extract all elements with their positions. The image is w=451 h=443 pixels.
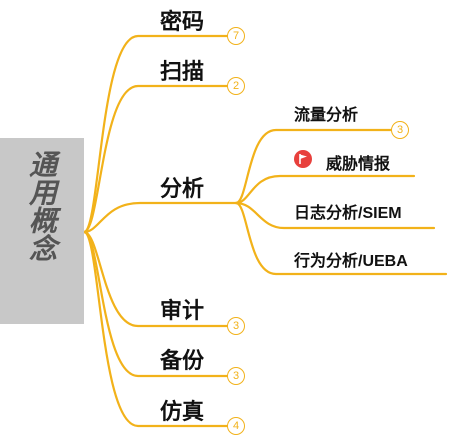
branch-shenji[interactable]: 审计 xyxy=(160,298,205,323)
connector-liuliang xyxy=(234,128,394,205)
sub-rizhi[interactable]: 日志分析/SIEM xyxy=(294,205,402,222)
count-badge-beifen[interactable]: 3 xyxy=(227,367,245,385)
count-badge-shenji[interactable]: 3 xyxy=(227,317,245,335)
count-badge-liuliang[interactable]: 3 xyxy=(391,121,409,139)
connector-beifen xyxy=(82,230,230,378)
connector-fangzhen xyxy=(82,230,230,428)
connector-weixie xyxy=(234,174,416,205)
connector-xingwei xyxy=(234,201,448,276)
count-badge-saomiao[interactable]: 2 xyxy=(227,77,245,95)
branch-mima[interactable]: 密码 xyxy=(160,9,205,34)
branch-fenxi[interactable]: 分析 xyxy=(160,176,205,201)
branch-beifen[interactable]: 备份 xyxy=(160,348,205,373)
connector-rizhi xyxy=(234,201,436,230)
count-badge-mima[interactable]: 7 xyxy=(227,27,245,45)
sub-liuliang[interactable]: 流量分析 xyxy=(294,107,359,124)
root-label: 通用概念 xyxy=(26,150,57,262)
sub-xingwei[interactable]: 行为分析/UEBA xyxy=(294,253,408,270)
root-node[interactable] xyxy=(0,138,84,324)
branch-saomiao[interactable]: 扫描 xyxy=(160,59,205,84)
branch-fangzhen[interactable]: 仿真 xyxy=(160,399,205,424)
sub-weixie[interactable]: 威胁情报 xyxy=(326,156,391,173)
flag-icon xyxy=(294,150,312,168)
connector-saomiao xyxy=(82,84,230,234)
count-badge-fangzhen[interactable]: 4 xyxy=(227,417,245,435)
connector-fenxi xyxy=(82,201,238,234)
